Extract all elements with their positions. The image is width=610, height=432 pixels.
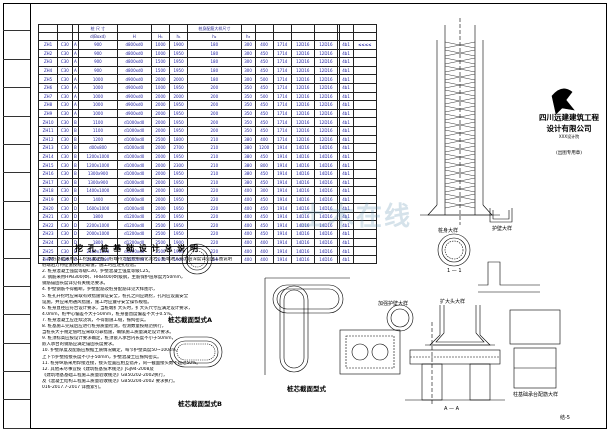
base-detail-label: 扩大头大样 <box>440 299 466 305</box>
wall-detail-label: 护壁大样 <box>492 226 513 232</box>
title-strip <box>3 3 31 429</box>
notes-line: 5. 桩孔开挖时应采取有效措施保证安全，桩孔之间应跳挖，孔内应设置安全 <box>42 293 189 299</box>
notes-line: 2. 桩身混凝土强度等级C30，护壁混凝土强度等级C25。 <box>42 269 153 275</box>
cap-plan <box>339 329 401 375</box>
company-stamp: (出图专用章) <box>555 151 582 156</box>
notes-line: 10. 护壁厚度及配筋应根据土质情况确定，每节护壁高度50~100cm， <box>42 348 181 354</box>
notes-line: 当桩长大于规定值时应采取可靠措施，确保施工质量满足设计要求。 <box>42 330 174 336</box>
section-11-label: 1 — 1 <box>447 268 462 274</box>
section-aa-label: A — A <box>444 406 460 412</box>
notes-line: 3. 钢筋采用HPB300(Φ)、HRB400(Φ)级钢，主筋保护层厚度为50m… <box>42 275 186 281</box>
notes-line: 桩端阻力特征值按规范取值，施工时应逐孔检验。 <box>42 263 139 269</box>
wall-ring <box>386 304 414 332</box>
wall-reinf-label: 加强护壁大样 <box>378 301 409 307</box>
notes-line: 1. 本桩基础采用人工挖孔灌注桩，桩端持力层为中风化泥岩，桩端进入持力层深度详见… <box>42 257 232 262</box>
notes-line: 016-2017.7-2017 详图索引。 <box>42 384 104 390</box>
table-cell: 1914 <box>272 254 292 265</box>
notes-line: 7. 桩身混凝土应连续浇筑，不得留施工缝，振捣密实。 <box>42 317 149 323</box>
section-circle-a <box>181 243 213 275</box>
notes-line: 9. 桩顶标高应按设计要求确定，桩顶嵌入承台内长度不小于50mm， <box>42 336 176 342</box>
table-cell: C30 <box>57 254 73 265</box>
notes-line: 及《混凝土结构工程施工质量验收规范》GB50204-2002 要求执行。 <box>42 378 178 384</box>
section-1-1 <box>437 233 471 267</box>
notes-line: 设施，并应采用通风措施，施工时应遵守安全操作规程。 <box>42 299 152 305</box>
pile-detail-label: 桩身大样 <box>438 228 459 234</box>
section-b-title: 桩芯截面型式B <box>178 400 222 408</box>
company-block: 四川远建建筑工程 设计有限公司 XXX设计院 (出图专用章) <box>534 112 604 156</box>
notes-line: 嵌入承台的钢筋应满足锚固长度要求。 <box>42 342 117 348</box>
right-details <box>509 309 561 389</box>
table-subheader-cell <box>272 32 292 41</box>
table-subheader-cell: H <box>116 32 152 41</box>
table-subheader-cell <box>313 32 338 41</box>
sheet-number: 结-5 <box>560 415 570 421</box>
table-subheader-cell: h₂ <box>187 32 242 41</box>
wall-detail <box>478 208 540 293</box>
table-cell: 14D16 <box>313 254 338 265</box>
company-name-1: 四川远建建筑工程 <box>539 113 599 122</box>
notes-line: 《建筑地基基础工程施工质量验收规范》GB50202-2002执行， <box>42 372 168 378</box>
company-name-2: 设计有限公司 <box>546 124 592 133</box>
table-subheader-cell <box>352 32 378 41</box>
section-a-title: 桩芯截面型式A <box>168 316 213 324</box>
watermark: 土木在线 <box>300 202 413 232</box>
design-notes: 挖 孔 桩 基 础 设 计 总 说 明 1. 本桩基础采用人工挖孔灌注桩，桩端持… <box>42 243 232 391</box>
table-subheader-cell <box>57 32 73 41</box>
section-c-title: 桩芯截面型式 <box>287 385 326 393</box>
notes-line: 上下节护壁搭接长度不小于50mm，护壁混凝土应振捣密实。 <box>42 354 162 360</box>
notes-title: 挖 孔 桩 基 础 设 计 总 说 明 <box>74 244 200 253</box>
notes-line: 8. 桩基施工完成后应进行桩身质量检测，检测数量按规范执行， <box>42 324 167 330</box>
table-cell: 220 <box>187 254 242 265</box>
table-cell <box>352 254 378 265</box>
drawing-frame <box>3 3 607 429</box>
table-cell: 2400x1000 <box>78 254 118 265</box>
section-l-shape <box>264 277 350 375</box>
table-cell: d1200xd0 <box>116 254 152 265</box>
notes-line: 12. 其他未尽事宜按《建筑桩基技术规范》JGJ94-2008及 <box>42 366 154 372</box>
pile-elevation <box>420 18 500 225</box>
cap-section-aa <box>405 322 505 405</box>
cap-note-label: 柱基础承台配筋大样 <box>513 392 559 398</box>
notes-line: 4.0mm，桩中心偏差不大于50mm，桩身垂直度偏差不大于0.5%。 <box>42 311 176 317</box>
notes-line: 钢筋锚固长度详见有关规范要求。 <box>42 281 108 287</box>
notes-line: 4. 护壁钢筋不得截断，护壁配筋及桩身配筋详见大样图示， <box>42 287 158 293</box>
company-sub: XXX设计院 <box>558 134 580 139</box>
section-oval-b <box>169 336 223 368</box>
base-detail <box>425 305 495 346</box>
table-subheader-cell: d(Boxd) <box>78 32 118 41</box>
notes-line: 6. 桩身直径应符合设计要求，当桩端扩大头时，扩大头尺寸应满足设计要求， <box>42 305 193 311</box>
company-logo <box>551 88 575 115</box>
notes-line: 11. 桩身纵筋采用焊接连接，接头位置应相互错开，同一截面接头数不超过50%。 <box>42 360 201 366</box>
